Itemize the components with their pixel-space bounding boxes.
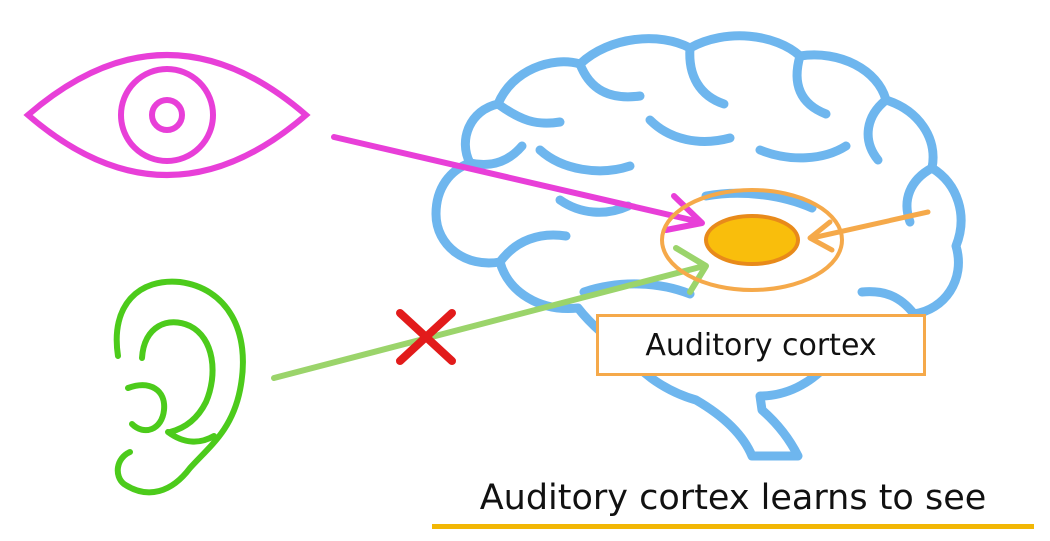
brain-icon [431, 31, 966, 461]
auditory-cortex-highlight [660, 188, 844, 292]
ear-icon [113, 278, 246, 496]
auditory-cortex-region [704, 214, 800, 266]
caption-underline [432, 524, 1034, 529]
red-x-icon [396, 309, 456, 365]
cortex-pointer-arrow [807, 209, 931, 253]
caption-title: Auditory cortex learns to see [479, 478, 987, 518]
eye-icon [23, 52, 311, 178]
auditory-cortex-label: Auditory cortex [596, 314, 926, 376]
eye-to-cortex-arrow [331, 134, 705, 233]
ear-to-cortex-arrow [271, 245, 709, 381]
